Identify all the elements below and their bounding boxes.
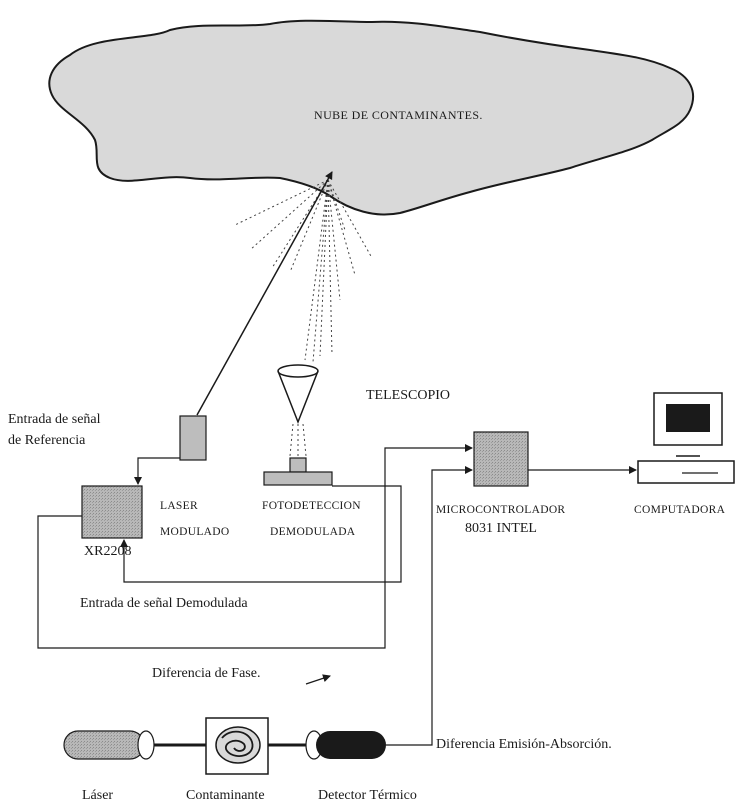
thermal-detector-label: Detector Térmico [318,788,417,803]
telescope-shape [277,364,319,457]
laser-beam [196,171,333,416]
reference-input-label-2: de Referencia [8,433,86,448]
emission-absorption-label: Diferencia Emisión-Absorción. [436,737,612,752]
fotodeteccion-label-2: DEMODULADA [270,526,356,538]
photodetector [263,457,333,486]
xr2208-label: XR2208 [84,544,132,559]
fotodeteccion-label-1: FOTODETECCION [262,500,361,512]
cloud-label: NUBE DE CONTAMINANTES. [314,108,483,122]
microcontroller-label-1: MICROCONTROLADOR [436,504,566,516]
computer-icon [637,392,735,484]
contaminant-cell [205,717,269,775]
microcontroller-label-2: 8031 INTEL [465,521,537,536]
microcontroller-box [473,431,529,487]
bottom-laser-label: Láser [82,788,114,803]
pollutant-cloud [48,19,695,216]
thermal-detector [305,730,386,760]
laser-modulado-label-2: MODULADO [160,526,230,538]
reference-input-label-1: Entrada de señal [8,412,101,427]
contaminant-label: Contaminante [186,788,265,803]
signal-lines [37,444,637,746]
demodulated-input-label: Entrada de señal Demodulada [80,596,248,611]
computer-label: COMPUTADORA [634,504,726,516]
scattered-light-rays [234,179,373,363]
telescope-label: TELESCOPIO [366,388,450,403]
xr2208-box [81,485,143,539]
laser-modulado-label-1: LASER [160,500,198,512]
bottom-laser [63,730,155,760]
laser-modulado-box [179,415,207,461]
phase-difference-label: Diferencia de Fase. [152,666,261,681]
